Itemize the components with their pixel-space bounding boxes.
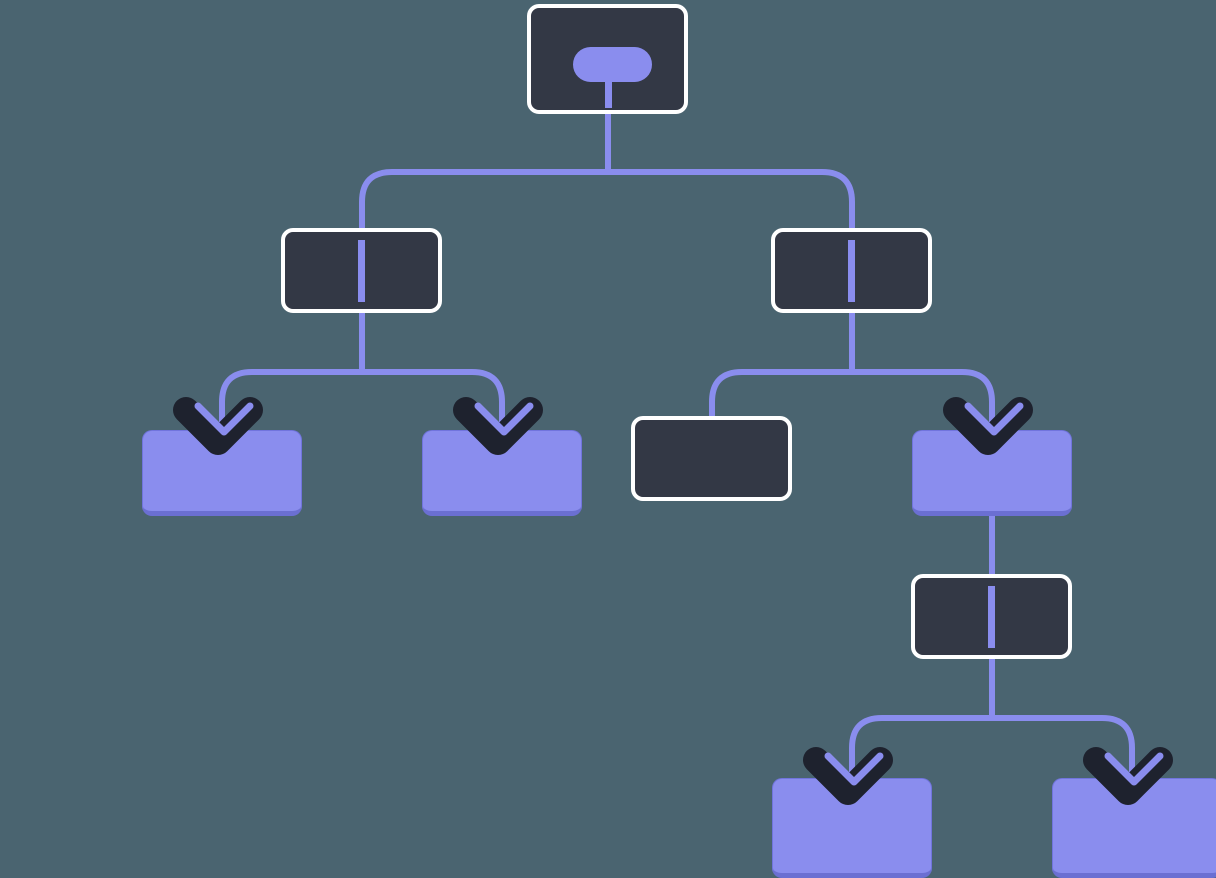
node-level2-d[interactable] — [912, 430, 1072, 516]
node-level2-b[interactable] — [422, 430, 582, 516]
node-level2-a[interactable] — [142, 430, 302, 516]
node-level4-a[interactable] — [772, 778, 932, 878]
through-line-level3 — [988, 586, 995, 648]
root-stem-icon — [605, 60, 612, 108]
edge-r1-to-r2a — [709, 369, 852, 418]
edge-root-to-right — [608, 169, 855, 232]
through-line-level1-right — [848, 240, 855, 302]
node-level4-b[interactable] — [1052, 778, 1216, 878]
through-line-level1-left — [358, 240, 365, 302]
edge-root-to-left — [359, 169, 608, 232]
root-pill-icon — [573, 47, 652, 82]
node-level2-c[interactable] — [631, 416, 792, 501]
